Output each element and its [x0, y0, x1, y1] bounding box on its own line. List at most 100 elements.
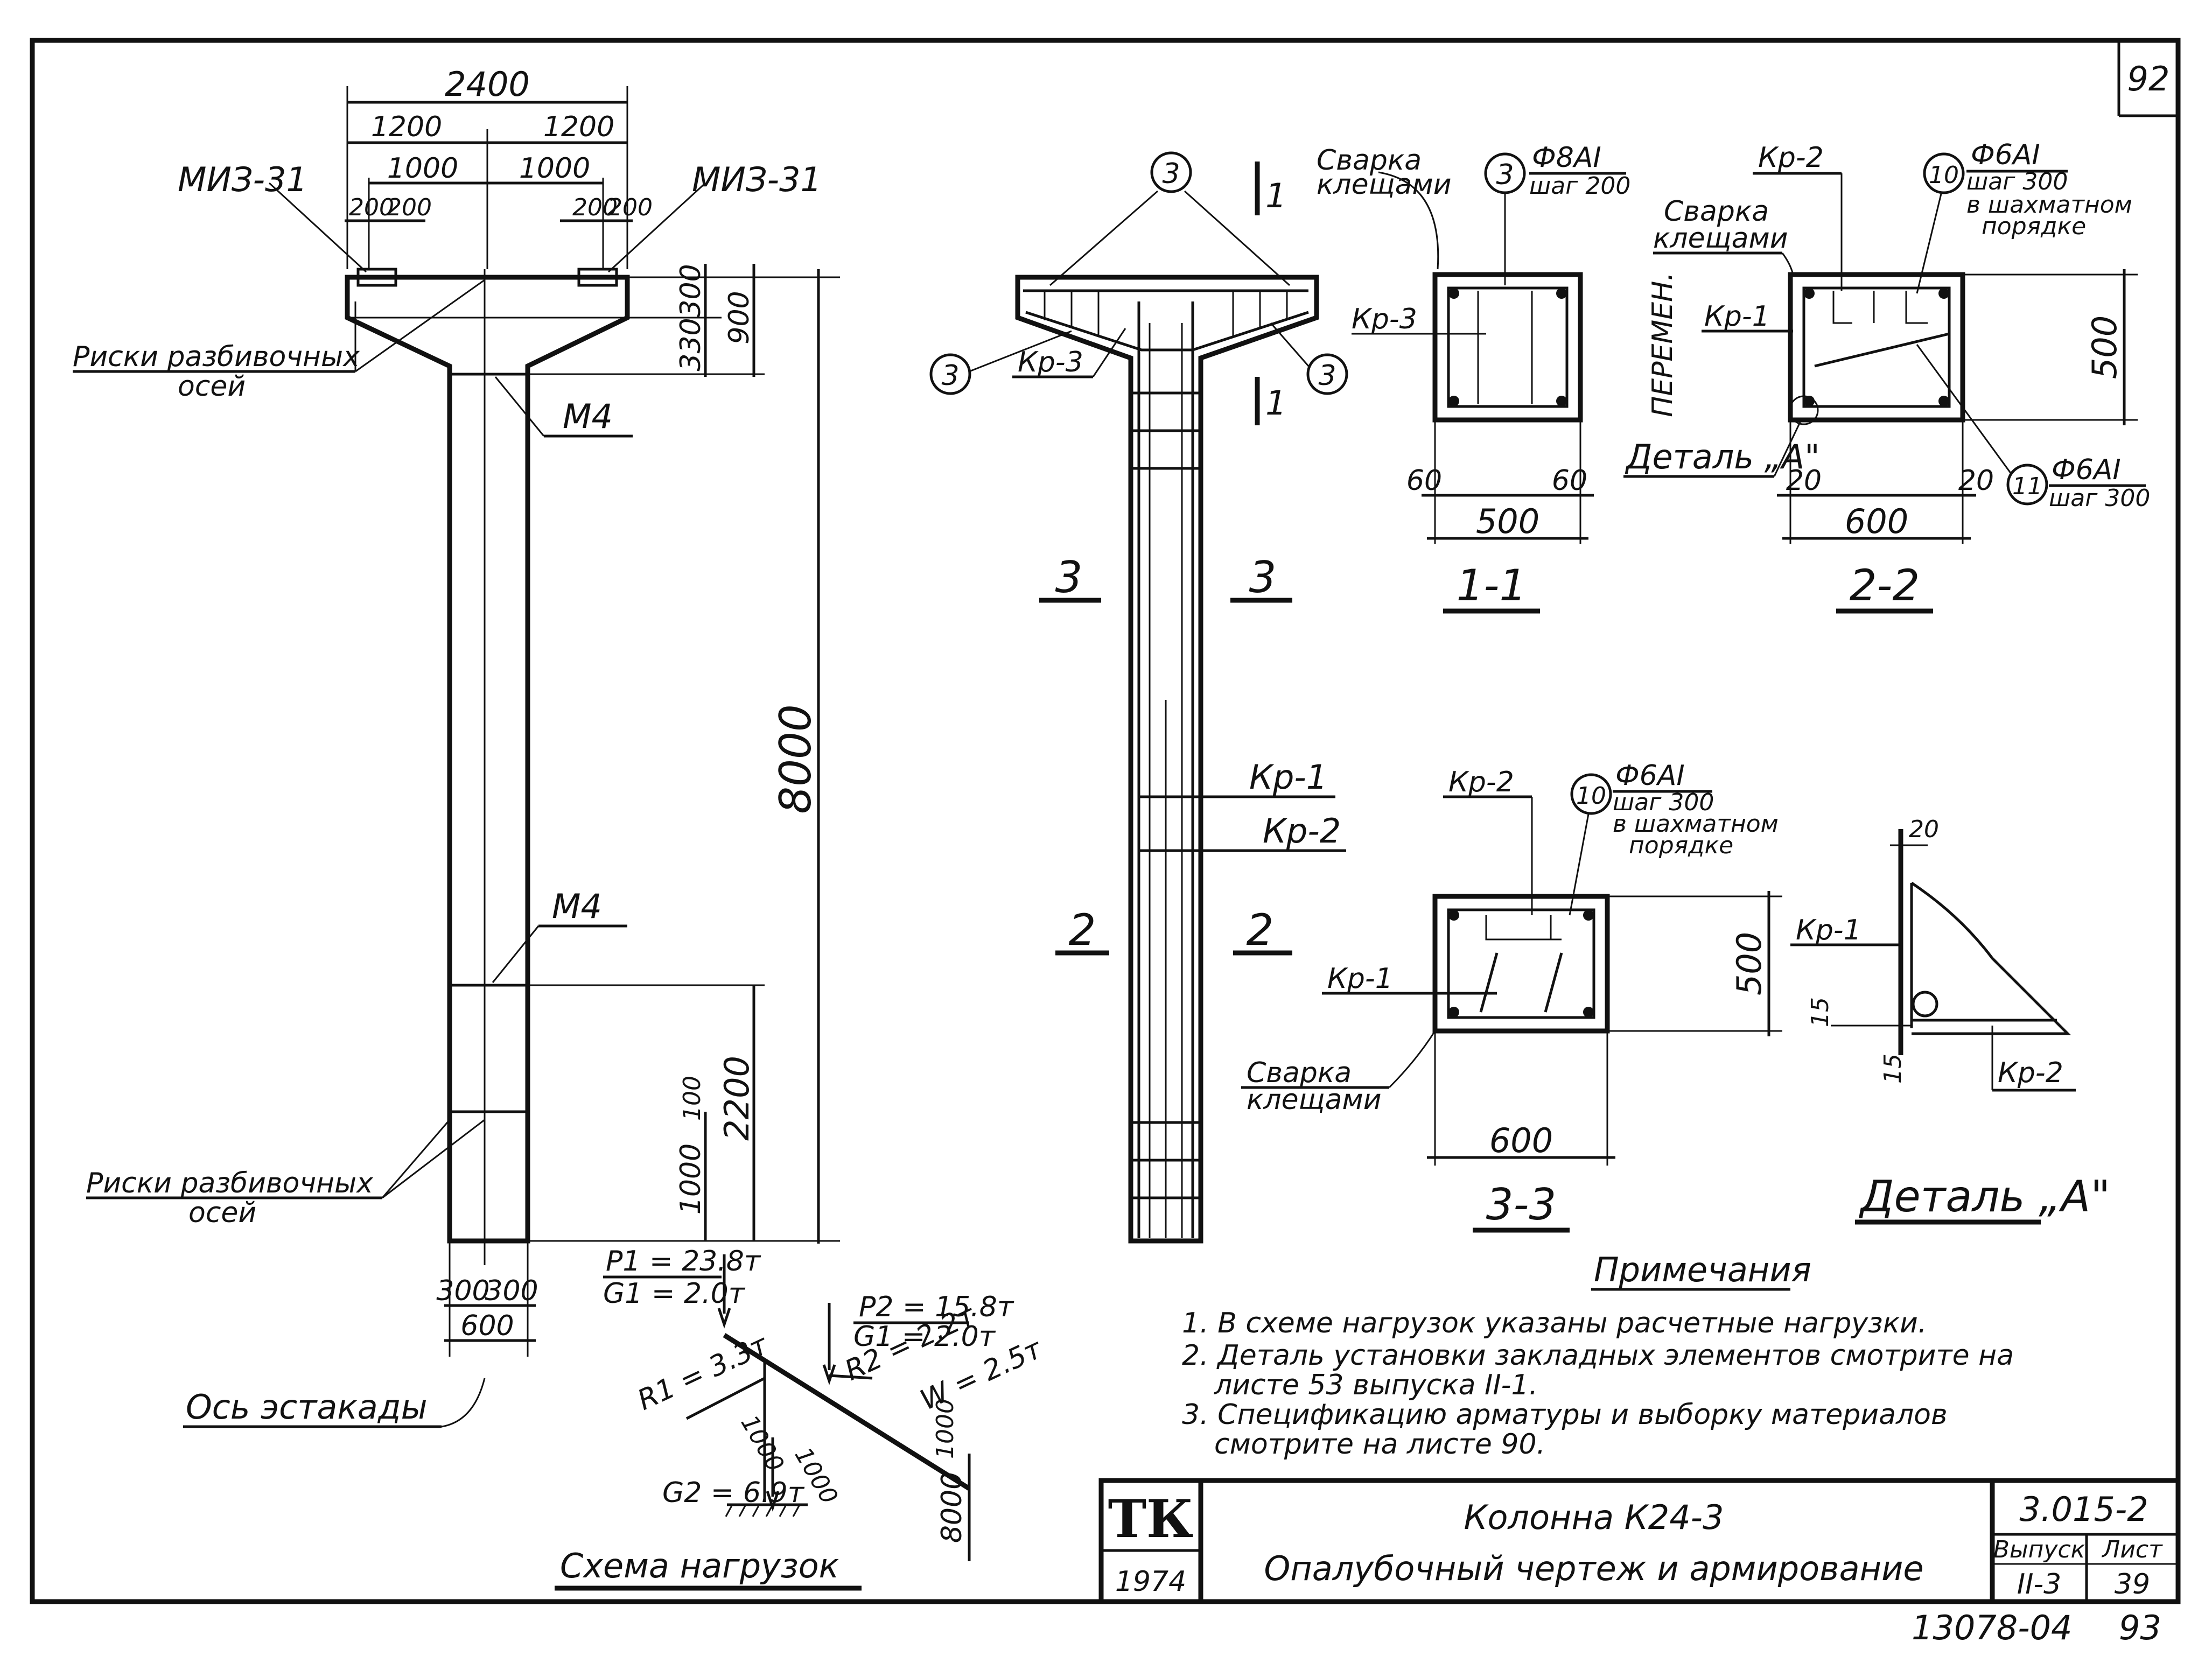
sec33-bar10: Ф6АΙ [1615, 760, 1685, 792]
sec33-d500: 500 [1730, 932, 1769, 995]
section-1-1: Сварка клещами 3 Ф8АΙ шаг 200 Кр-3 ПЕРЕМ… [1317, 142, 1679, 614]
note-2b: листе 53 выпуска ΙΙ-1. [1214, 1369, 1538, 1401]
sec22-step10: шаг 300 [1966, 168, 2068, 195]
sec22-weld-2: клещами [1653, 222, 1788, 255]
label-risks-bot-2: осей [188, 1197, 256, 1229]
sec33-kr1: Кр-1 [1327, 963, 1393, 995]
tb-sheet: 39 [2115, 1568, 2150, 1601]
sec11-circle-3 [1484, 152, 1526, 194]
section-3-3: Кр-2 10 Ф6АΙ шаг 300 в шахматном порядке… [1241, 760, 1782, 1233]
dim-300: 300 [675, 264, 707, 317]
sec22-circle-10-leader [1916, 193, 1942, 294]
detA-weld-shape [1910, 881, 2071, 1035]
sec22-kr1: Кр-1 [1704, 300, 1770, 333]
sec22-corner-bar-4 [1938, 396, 1949, 406]
cut-3-right: 3 [1249, 552, 1277, 602]
leader-3-left [969, 330, 1072, 373]
load-title: Схема нагрузок [560, 1546, 839, 1585]
cut-2-left: 2 [1069, 905, 1096, 955]
dim-300-b: 300 [485, 1275, 538, 1307]
sec33-stirrup [1447, 908, 1595, 1019]
load-g2: G2 = 6.9т [662, 1477, 805, 1509]
sec33-circle-10 [1570, 773, 1612, 815]
dim-1000: 1000 [675, 1143, 707, 1215]
label-miz-left: МИЗ-31 [178, 160, 307, 199]
dim-2200: 2200 [717, 1056, 757, 1141]
sec11-weld-leader [1378, 171, 1439, 270]
sec22-stirrup [1802, 286, 1951, 408]
sec11-weld-1: Сварка [1317, 144, 1422, 177]
sec33-circle-10-num: 10 [1576, 782, 1606, 810]
sec33-title: 3-3 [1486, 1180, 1557, 1230]
sec11-kr3: Кр-3 [1352, 303, 1417, 335]
detA-d15a: 15 [1807, 997, 1834, 1027]
sec22-circle-11-leader [1916, 344, 2012, 474]
title-block-frame [1098, 1478, 2181, 1604]
embed-plate-right [577, 268, 618, 287]
label-kr1: Кр-1 [1249, 757, 1327, 797]
label-m4-mid: М4 [552, 887, 602, 926]
sec22-corner-bar-2 [1938, 288, 1949, 299]
sec33-stag-1: в шахматном [1613, 810, 1779, 838]
sec33-d600: 600 [1489, 1121, 1553, 1160]
detA-title: Деталь „А" [1859, 1171, 2110, 1222]
dim-1200-right: 1200 [543, 111, 614, 143]
circle-3-right-num: 3 [1318, 360, 1336, 392]
risks-top-leader-b [355, 279, 485, 373]
sec22-d500: 500 [2085, 315, 2124, 379]
sec33-weld-1: Сварка [1247, 1057, 1352, 1089]
note-1: 1. В схеме нагрузок указаны расчетные на… [1182, 1307, 1927, 1339]
sec22-detail: Деталь „А" [1625, 437, 1820, 476]
sec22-d600: 600 [1845, 502, 1908, 541]
notes: Примечания 1. В схеме нагрузок указаны р… [1182, 1250, 2014, 1461]
sec33-circle-10-leader [1569, 813, 1590, 916]
cut-1-bottom: 1 [1265, 383, 1286, 423]
leader-axis [441, 1378, 486, 1428]
sec33-step10: шаг 300 [1613, 789, 1714, 816]
tb-year: 1974 [1115, 1566, 1186, 1598]
label-axis: Ось эстакады [186, 1387, 428, 1427]
risks-bot-leader-b [382, 1119, 485, 1199]
detA-d20: 20 [1909, 816, 1939, 843]
sec33-kr2: Кр-2 [1448, 766, 1514, 798]
sec11-var: ПЕРЕМЕН. [1647, 272, 1679, 417]
sec22-corner-bar-1 [1804, 288, 1815, 299]
leader-miz-right [607, 182, 706, 273]
sec33-corner-bar-2 [1583, 910, 1594, 921]
dim-1000-left: 1000 [387, 152, 458, 185]
sec33-stag-2: порядке [1629, 832, 1733, 859]
risks-bot-leader-a [381, 1119, 451, 1198]
section-2-2: Кр-2 10 Ф6АΙ шаг 300 в шахматном порядке… [1623, 139, 2150, 614]
embed-plate-left [356, 268, 397, 287]
circle-3-top-num: 3 [1162, 158, 1180, 190]
detA-d15b: 15 [1879, 1054, 1907, 1084]
sec11-corner-bar-4 [1556, 396, 1567, 406]
sec22-d20b: 20 [1958, 465, 1994, 497]
load-d1000c: 1000 [932, 1399, 959, 1459]
tb-name: Колонна К24-3 [1464, 1498, 1724, 1537]
sec22-weld-1: Сварка [1664, 195, 1769, 228]
sec33-weld-2: клещами [1247, 1084, 1382, 1116]
note-3a: 3. Спецификацию арматуры и выборку матер… [1182, 1399, 1948, 1431]
cut-3-left: 3 [1055, 552, 1083, 602]
circle-3-left [929, 353, 971, 395]
sec22-title: 2-2 [1850, 560, 1920, 611]
label-m4-top: М4 [563, 397, 613, 436]
sec22-bar10: Ф6АΙ [1971, 139, 2040, 171]
sec22-circle-11 [2006, 464, 2048, 506]
leader-kr3 [1092, 328, 1126, 377]
note-3b: смотрите на листе 90. [1214, 1428, 1545, 1461]
sec22-kr2: Кр-2 [1758, 142, 1824, 174]
sec11-title: 1-1 [1457, 560, 1527, 611]
leader-3-a [1049, 190, 1158, 286]
leader-m4-mid [492, 925, 540, 983]
reinf-outline [1015, 275, 1319, 1244]
sec33-corner-bar-1 [1448, 910, 1459, 921]
sec11-d60a: 60 [1406, 465, 1442, 497]
tb-sheet-label: Лист [2101, 1536, 2163, 1563]
sec22-circle-11-num: 11 [2012, 473, 2042, 500]
load-scheme: P1 = 23.8т G1 = 2.0т P2 = 15.8т G1 = 2.0… [555, 1245, 1047, 1591]
circle-3-left-num: 3 [941, 360, 959, 392]
dim-200-a: 200 [349, 194, 394, 221]
